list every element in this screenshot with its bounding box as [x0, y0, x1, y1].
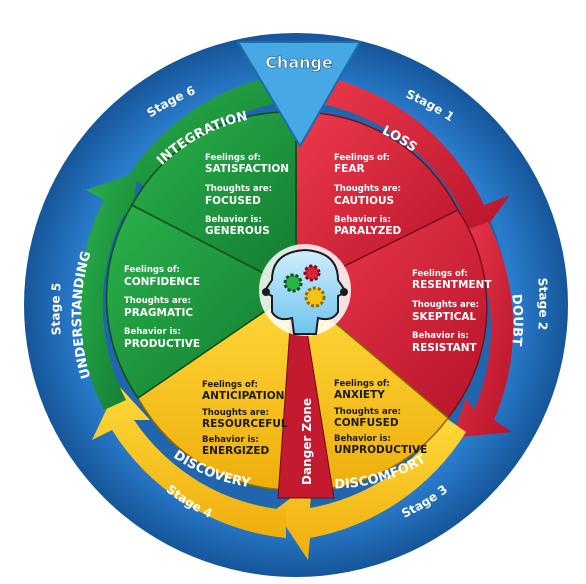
change-label: Change: [265, 53, 333, 72]
understanding-feelings-prompt: Feelings of:: [124, 265, 180, 275]
loss-feelings-prompt: Feelings of:: [334, 153, 390, 163]
discovery-feeling: ANTICIPATION: [202, 390, 284, 402]
head-gears-icon: [259, 244, 351, 336]
loss-behavior: PARALYZED: [334, 225, 402, 237]
understanding-arrow-band: [78, 172, 138, 410]
discovery-thought: RESOURCEFUL: [202, 418, 288, 430]
integration-behavior-prompt: Behavior is:: [205, 215, 262, 225]
loss-thoughts-prompt: Thoughts are:: [334, 184, 401, 194]
danger-zone-label: Danger Zone: [300, 398, 314, 485]
doubt-behavior: RESISTANT: [412, 342, 478, 354]
understanding-thoughts-prompt: Thoughts are:: [124, 296, 191, 306]
integration-thoughts-prompt: Thoughts are:: [205, 184, 272, 194]
loss-text: Feelings of: FEAR Thoughts are: CAUTIOUS…: [334, 153, 402, 237]
doubt-behavior-prompt: Behavior is:: [412, 331, 469, 341]
doubt-thought: SKEPTICAL: [412, 311, 476, 323]
doubt-thoughts-prompt: Thoughts are:: [412, 300, 479, 310]
loss-behavior-prompt: Behavior is:: [334, 215, 391, 225]
discomfort-arrow-band: [275, 418, 466, 560]
integration-behavior: GENEROUS: [205, 225, 270, 237]
discovery-feelings-prompt: Feelings of:: [202, 380, 258, 390]
change-triangle: [236, 41, 362, 148]
understanding-feeling: CONFIDENCE: [124, 276, 200, 288]
discomfort-feeling: ANXIETY: [334, 389, 385, 401]
understanding-segment: [105, 204, 298, 400]
discovery-thoughts-prompt: Thoughts are:: [202, 408, 269, 418]
discomfort-text: Feelings of: ANXIETY Thoughts are: CONFU…: [334, 379, 427, 456]
discomfort-behavior: UNPRODUCTIVE: [334, 444, 427, 456]
doubt-segment: [294, 209, 488, 420]
phase-doubt: DOUBT: [508, 293, 524, 346]
stage-5-label: Stage 5: [48, 282, 63, 336]
integration-segment: [130, 111, 297, 292]
integration-thought: FOCUSED: [205, 195, 261, 207]
doubt-arrow-band: [452, 222, 514, 438]
integration-feelings-prompt: Feelings of:: [205, 153, 261, 163]
integration-feeling: SATISFACTION: [205, 163, 289, 175]
understanding-thought: PRAGMATIC: [124, 307, 193, 319]
discovery-arrow-band: [92, 385, 286, 538]
stage-2-label: Stage 2: [535, 277, 550, 331]
doubt-feelings-prompt: Feelings of:: [412, 269, 468, 279]
loss-feeling: FEAR: [334, 163, 365, 175]
integration-text: Feelings of: SATISFACTION Thoughts are: …: [205, 153, 289, 237]
doubt-feeling: RESENTMENT: [412, 279, 492, 291]
discovery-behavior-prompt: Behavior is:: [202, 435, 259, 445]
understanding-behavior: PRODUCTIVE: [124, 338, 200, 350]
loss-thought: CAUTIOUS: [334, 195, 394, 207]
discomfort-behavior-prompt: Behavior is:: [334, 434, 391, 444]
understanding-text: Feelings of: CONFIDENCE Thoughts are: PR…: [124, 265, 200, 350]
discomfort-thoughts-prompt: Thoughts are:: [334, 407, 401, 417]
understanding-behavior-prompt: Behavior is:: [124, 327, 181, 337]
discomfort-thought: CONFUSED: [334, 417, 399, 429]
doubt-text: Feelings of: RESENTMENT Thoughts are: SK…: [412, 269, 492, 354]
discovery-text: Feelings of: ANTICIPATION Thoughts are: …: [202, 380, 288, 457]
discomfort-feelings-prompt: Feelings of:: [334, 379, 390, 389]
discovery-behavior: ENERGIZED: [202, 445, 270, 457]
